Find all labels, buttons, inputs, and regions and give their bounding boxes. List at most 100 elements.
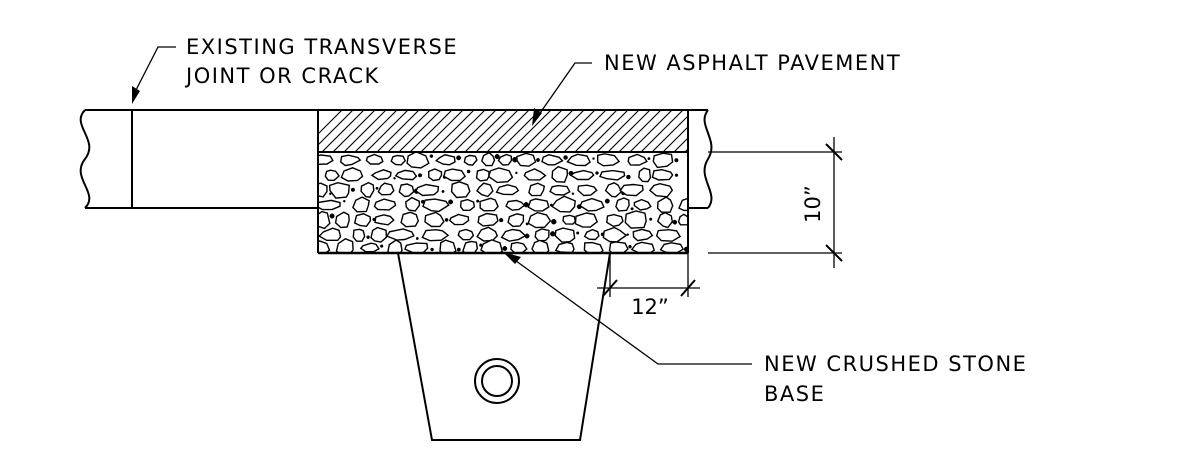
aggregate-stone (370, 169, 392, 181)
aggregate-fine (499, 217, 504, 223)
aggregate-stone (604, 182, 623, 198)
asphalt-hatch-line (684, 148, 688, 152)
aggregate-fine (571, 192, 575, 195)
aggregate-stone (479, 197, 499, 212)
underdrain-trench (397, 252, 611, 441)
aggregate-fine (563, 155, 568, 160)
aggregate-stone (352, 228, 366, 242)
aggregate-stone (427, 168, 443, 182)
aggregate-stone (424, 211, 445, 228)
aggregate-fine (626, 174, 631, 180)
asphalt-hatch-line (552, 110, 596, 152)
aggregate-fine (476, 199, 480, 203)
aggregate-stone (615, 197, 630, 212)
aggregate-stone (583, 241, 604, 252)
aggregate-stone (400, 211, 420, 228)
asphalt-hatch-line (585, 110, 629, 152)
aggregate-stone (487, 167, 514, 184)
aggregate-stone (677, 213, 688, 226)
aggregate-fine (576, 231, 580, 235)
aggregate-fine (415, 237, 419, 240)
asphalt-hatch-line (376, 110, 420, 152)
asphalt-hatch-line (662, 126, 688, 152)
aggregate-stone (405, 196, 421, 212)
label-stone-base-line2: BASE (764, 382, 825, 406)
aggregate-stone (459, 198, 476, 212)
aggregate-fine (536, 158, 540, 162)
asphalt-hatch-line (332, 110, 376, 152)
aggregate-stone (475, 168, 490, 182)
asphalt-hatch-line (596, 110, 640, 152)
aggregate-stone (583, 228, 600, 241)
aggregate-stone (656, 196, 674, 213)
aggregate-stone (476, 182, 494, 198)
aggregate-stone (534, 228, 550, 242)
asphalt-hatch-line (530, 110, 574, 152)
aggregate-fine (366, 235, 370, 239)
aggregate-stone (334, 211, 350, 229)
aggregate-fine (380, 244, 384, 248)
aggregate-fine (429, 154, 434, 158)
aggregate-fine (494, 154, 500, 160)
aggregate-stone (577, 184, 598, 197)
aggregate-stone (434, 154, 456, 166)
asphalt-hatch-line (343, 110, 387, 152)
aggregate-fine (430, 247, 434, 252)
aggregate-stone (655, 228, 682, 242)
aggregate-stone (528, 182, 546, 197)
aggregate-fine (630, 207, 634, 211)
aggregate-stone (554, 227, 576, 243)
aggregate-stone (632, 228, 654, 242)
aggregate-stone (630, 241, 656, 252)
aggregate-stone (651, 168, 674, 181)
aggregate-stone (335, 238, 354, 252)
aggregate-stone (463, 154, 478, 166)
aggregate-stone (551, 195, 576, 213)
asphalt-hatch-line (629, 110, 673, 152)
aggregate-stone (360, 181, 375, 198)
aggregate-fine (674, 173, 679, 177)
aggregate-stone (398, 183, 415, 198)
aggregate-stone (602, 226, 628, 243)
aggregate-stone (562, 214, 577, 225)
aggregate-fine (448, 199, 454, 205)
aggregate-stone (495, 184, 520, 196)
aggregate-stone (370, 226, 388, 243)
aggregate-stone (462, 240, 479, 252)
aggregate-stone (318, 199, 341, 211)
aggregate-stone (599, 169, 626, 181)
asphalt-hatch-line (508, 110, 552, 152)
aggregate-fine (329, 213, 335, 219)
asphalt-hatch-line (318, 110, 343, 135)
aggregate-stone (318, 240, 331, 252)
underdrain-pipe-outer (474, 358, 520, 404)
aggregate-stone (353, 213, 372, 228)
aggregate-stone (324, 169, 341, 182)
aggregate-stone (457, 228, 475, 241)
asphalt-hatch-line (431, 110, 475, 152)
aggregate-fine (466, 169, 471, 174)
aggregate-fine (343, 199, 346, 203)
aggregate-stone (516, 152, 537, 167)
aggregate-stone (340, 167, 364, 182)
aggregate-stone (566, 153, 591, 167)
aggregate-stone (481, 152, 496, 167)
aggregate-fine (524, 233, 530, 239)
aggregate-stone (627, 153, 648, 166)
asphalt-hatch-line (718, 110, 760, 152)
aggregate-stone (318, 227, 342, 242)
asphalt-hatch-line (541, 110, 585, 152)
aggregate-stone (549, 184, 571, 196)
aggregate-fine (672, 219, 678, 225)
asphalt-hatch-line (574, 110, 618, 152)
asphalt-hatch-line (398, 110, 442, 152)
aggregate-stone (480, 239, 504, 252)
crushed-stone-base (317, 110, 689, 255)
aggregate-stone (318, 154, 334, 165)
aggregate-stone (597, 153, 621, 167)
aggregate-fine (515, 171, 518, 175)
aggregate-fine (456, 155, 462, 161)
aggregate-stone (394, 169, 418, 181)
leader-stone-base: NEW CRUSHED STONE BASE (503, 252, 1026, 406)
